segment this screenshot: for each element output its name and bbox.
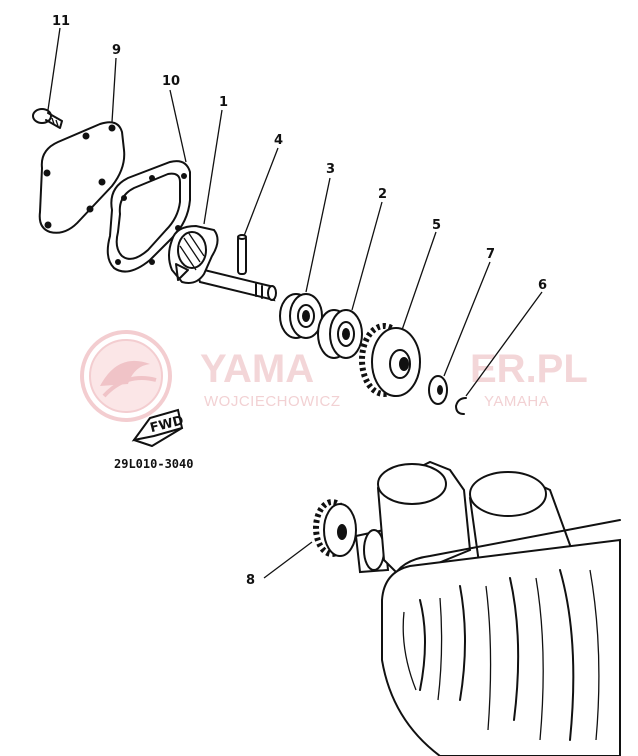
- label-7: 7: [486, 247, 495, 262]
- watermark-subtitle-2: YAMAHA: [484, 393, 549, 410]
- watermark-brand-text: YAMA: [200, 347, 314, 391]
- watermark-subtitle: WOJCIECHOWICZ: [204, 393, 340, 410]
- part-6-circlip: [455, 397, 467, 415]
- part-5-impeller-gear: [359, 323, 421, 397]
- drawing-code: 29L010-3040: [114, 457, 193, 471]
- label-5: 5: [432, 218, 441, 233]
- label-9: 9: [112, 43, 121, 58]
- watermark-logo: [80, 330, 172, 422]
- part-4-dowel-pin: [237, 234, 247, 275]
- label-11: 11: [52, 14, 70, 29]
- part-10-gasket: [106, 160, 191, 273]
- label-2: 2: [378, 187, 387, 202]
- part-7-washer: [428, 375, 448, 405]
- label-1: 1: [219, 95, 228, 110]
- part-2-bearing: [317, 309, 363, 359]
- watermark-brand-text-2: ER.PL: [470, 347, 588, 391]
- part-11-bolt: [32, 108, 63, 129]
- label-8: 8: [246, 573, 255, 588]
- label-3: 3: [326, 162, 335, 177]
- watermark: YAMA ER.PL WOJCIECHOWICZ YAMAHA: [80, 330, 588, 422]
- fwd-arrow-icon: FWD: [131, 408, 185, 447]
- engine-crankcase: [376, 460, 621, 756]
- part-3-bearing: [279, 293, 323, 339]
- label-4: 4: [274, 133, 283, 148]
- part-1-impeller-shaft: [168, 224, 277, 302]
- part-9-cover: [38, 121, 126, 234]
- label-6: 6: [538, 278, 547, 293]
- part-8-crank-gear: [313, 499, 390, 574]
- leader-lines: [47, 27, 543, 579]
- label-10: 10: [162, 74, 180, 89]
- part-number-labels: 11 9 10 1 4 3 2 5 7 6 8: [52, 14, 547, 588]
